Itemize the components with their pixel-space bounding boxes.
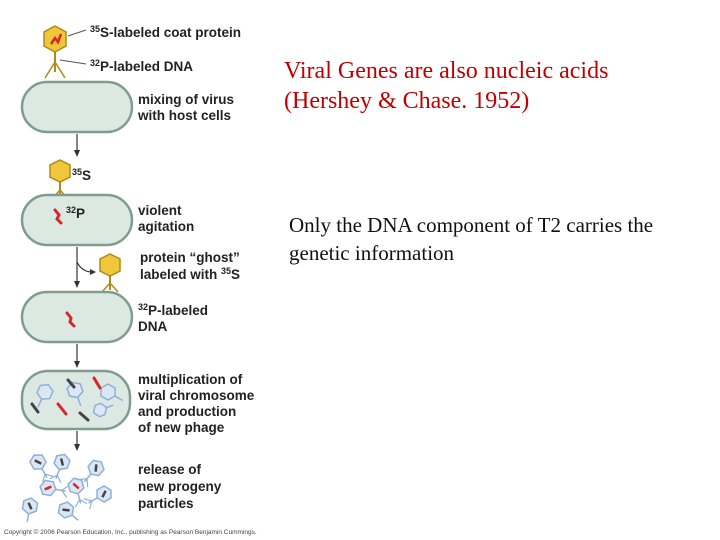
down-arrow [74,134,80,157]
slide-title-line2: (Hershey & Chase. 1952) [284,86,714,116]
coat-protein-label: 35S-labeled coat protein [90,24,241,40]
copyright-notice: Copyright © 2006 Pearson Education, Inc.… [4,528,257,536]
host-cell [22,292,132,342]
pointer-line [60,60,86,64]
ghost-label-line2: labeled with 35S [140,266,240,282]
multiplication-label-line1: multiplication of [138,372,243,387]
release-label-line2: new progeny [138,479,222,494]
host-cell [22,82,132,132]
down-arrow [74,431,80,451]
mixing-label-line2: with host cells [137,108,231,123]
labeled-phage [44,26,66,78]
multiplication-label-line2: viral chromosome [138,388,255,403]
multiplication-label-line4: of new phage [138,420,225,435]
pointer-line [68,30,86,36]
labeled-dna-label-line1: 32P-labeled [138,302,208,318]
multiplication-label-line3: and production [138,404,236,419]
labeled-dna-label-line2: DNA [138,319,167,334]
split-arrow [74,247,96,288]
protein-ghost [100,254,120,292]
slide-title-line1: Viral Genes are also nucleic acids [284,56,714,86]
down-arrow [74,344,80,368]
s35-label: 35S [72,167,91,183]
progeny-release [20,452,114,526]
host-cell-multiplication [22,371,130,429]
release-label-line3: particles [138,496,194,511]
slide-title: Viral Genes are also nucleic acids (Hers… [284,56,714,116]
hershey-chase-diagram: 35S-labeled coat protein 32P-labeled DNA… [0,0,280,540]
slide-body-text: Only the DNA component of T2 carries the… [289,211,714,267]
release-label-line1: release of [138,462,202,477]
ghost-label-line1: protein “ghost” [140,250,240,265]
violent-label-line2: agitation [138,219,194,234]
violent-label-line1: violent [138,203,182,218]
dna-label: 32P-labeled DNA [90,58,193,74]
mixing-label-line1: mixing of virus [138,92,234,107]
